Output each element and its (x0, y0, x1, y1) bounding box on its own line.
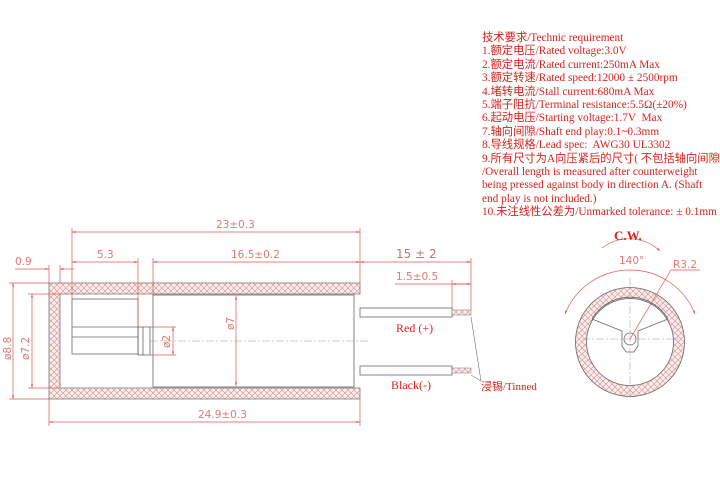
req-line: 9.所有尺寸为A向压紧后的尺寸( 不包括轴向间隙) (482, 152, 720, 165)
tinned-label: 浸锡/Tinned (481, 379, 537, 393)
dim-d7: ø7 (225, 317, 237, 330)
req-line: 4.堵转电流/Stall current:680mA Max (482, 85, 655, 98)
dim-16-5: 16.5±0.2 (231, 249, 280, 261)
req-line: 7.轴向间隙/Shaft end play:0.1~0.3mm (482, 125, 660, 138)
dim-1-5: 1.5±0.5 (396, 271, 438, 283)
black-wire-label: Black(-) (391, 378, 431, 392)
counterweight (71, 298, 139, 355)
requirements-title: 技术要求/Technic requirement (482, 32, 624, 44)
req-line: 10.未注线性公差为/Unmarked tolerance: ± 0.1mm (482, 206, 717, 219)
dim-0-9: 0.9 (15, 256, 32, 268)
end-view (564, 238, 700, 400)
dim-lead-15: 15 ± 2 (396, 247, 437, 261)
rotation-direction-label: C.W. (614, 228, 642, 243)
req-line: 6.起动电压/Starting voltage:1.7V Max (482, 112, 663, 125)
red-wire-label: Red (+) (396, 321, 433, 335)
red-wire (359, 307, 472, 318)
req-line: end play is not included.) (482, 192, 597, 205)
housing-side-view (48, 282, 482, 400)
dim-5-3: 5.3 (97, 249, 114, 261)
dim-d8-8: ø8.8 (2, 337, 14, 360)
shaft (137, 326, 151, 356)
req-line: 3.额定转速/Rated speed:12000 ± 2500rpm (482, 72, 678, 85)
req-line: being pressed against body in direction … (482, 179, 703, 192)
req-line: /Overall length is measured after counte… (482, 166, 698, 179)
radius-label: R3.2 (673, 259, 697, 271)
req-line: 2.额定电流/Rated current:250mA Max (482, 58, 660, 71)
req-line: 8.导线规格/Lead spec: AWG30 UL3302 (482, 139, 671, 152)
dim-d2: ø2 (161, 335, 173, 348)
dim-24-9: 24.9±0.3 (198, 409, 247, 421)
req-line: 5.端子阻抗/Terminal resistance:5.5Ω(±20%) (482, 99, 687, 112)
dim-overall-23: 23±0.3 (216, 219, 255, 231)
req-line: 1.额定电压/Rated voltage:3.0V (482, 45, 627, 58)
black-wire (359, 365, 472, 376)
dimensions (9, 228, 472, 426)
angle-140-label: 140° (619, 255, 644, 267)
dim-d7-2: ø7.2 (20, 337, 32, 360)
